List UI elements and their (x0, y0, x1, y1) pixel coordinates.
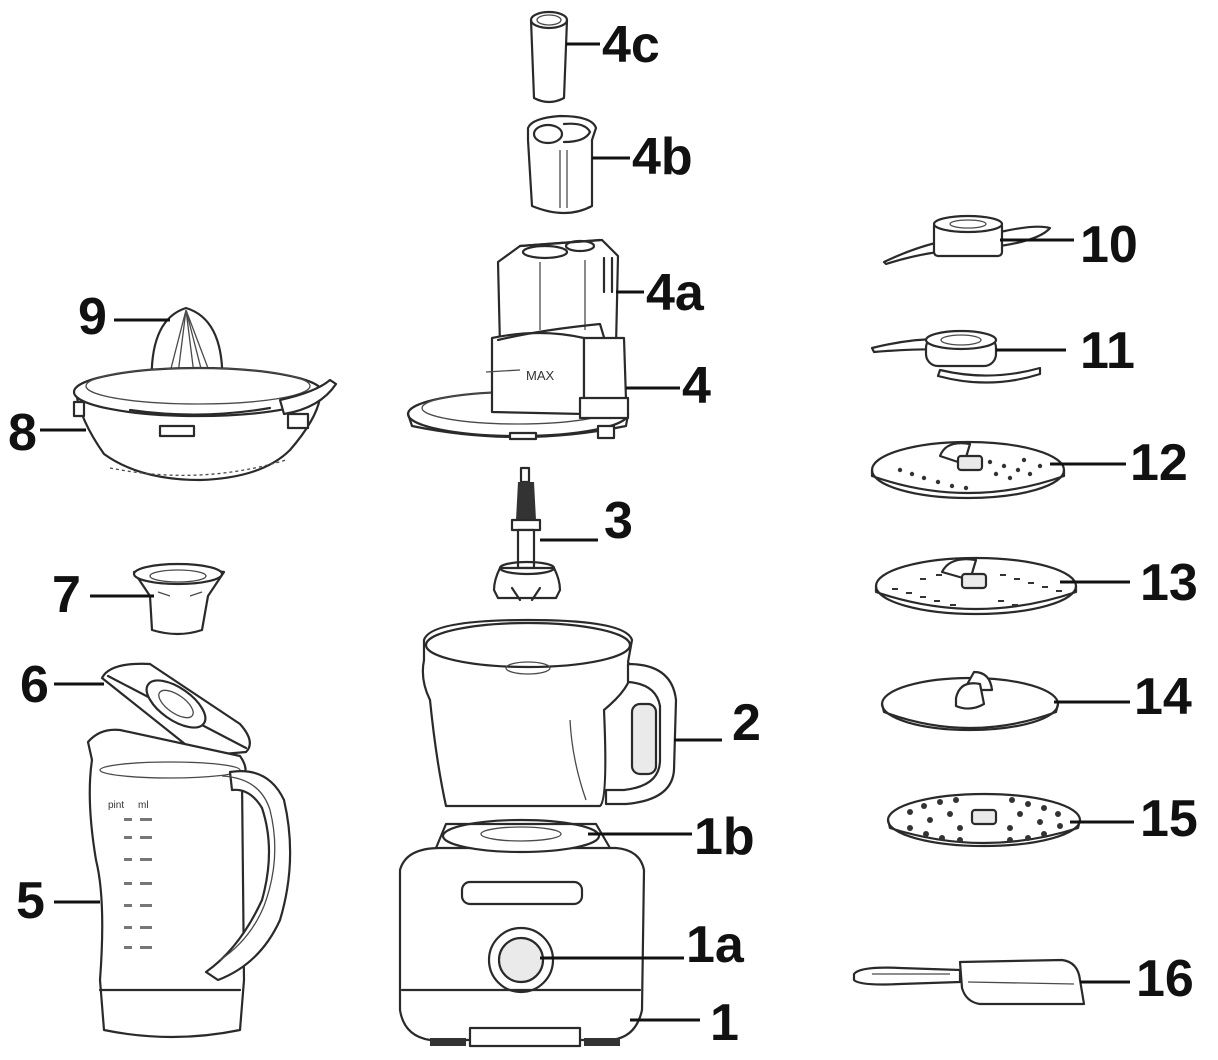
label-6: 6 (20, 656, 49, 714)
jug-scale-ml-header: ml (138, 800, 149, 811)
label-1a: 1a (686, 916, 745, 974)
label-4: 4 (682, 357, 711, 415)
jug-filter-7 (132, 562, 226, 636)
label-15: 15 (1140, 790, 1198, 848)
label-5: 5 (16, 872, 45, 930)
grater-disc-15 (886, 792, 1082, 848)
label-7: 7 (52, 566, 81, 624)
jug-scale-marks (124, 818, 152, 949)
grating-disc-13 (874, 556, 1078, 616)
lid-with-feed-tube-4: MAX (406, 238, 630, 441)
label-14: 14 (1134, 668, 1192, 726)
small-pusher-4c (529, 10, 569, 104)
label-11: 11 (1080, 322, 1135, 380)
label-13: 13 (1140, 554, 1198, 612)
label-16: 16 (1136, 950, 1194, 1008)
label-4c: 4c (602, 16, 660, 74)
large-pusher-4b (526, 114, 598, 215)
dough-blade-11 (870, 329, 1042, 384)
jug-scale-pint-header: pint (108, 800, 124, 811)
label-1: 1 (710, 994, 739, 1052)
motor-base-1 (398, 818, 646, 1048)
blender-jug-5: pint ml (86, 728, 292, 1039)
slicing-disc-14 (880, 670, 1060, 732)
drive-shaft-3 (492, 466, 562, 602)
processing-bowl-2 (421, 618, 678, 808)
label-3: 3 (604, 492, 633, 550)
label-12: 12 (1130, 434, 1188, 492)
spatula-16 (852, 958, 1086, 1006)
jug-lid-6 (100, 662, 251, 758)
slicing-disc-12 (870, 440, 1066, 500)
label-10: 10 (1080, 216, 1138, 274)
max-marking: MAX (526, 368, 555, 383)
label-4b: 4b (632, 128, 693, 186)
label-9: 9 (78, 288, 107, 346)
label-2: 2 (732, 694, 761, 752)
label-1b: 1b (694, 808, 755, 866)
juicer-bowl-8 (72, 366, 338, 482)
label-8: 8 (8, 404, 37, 462)
label-4a: 4a (646, 264, 705, 322)
